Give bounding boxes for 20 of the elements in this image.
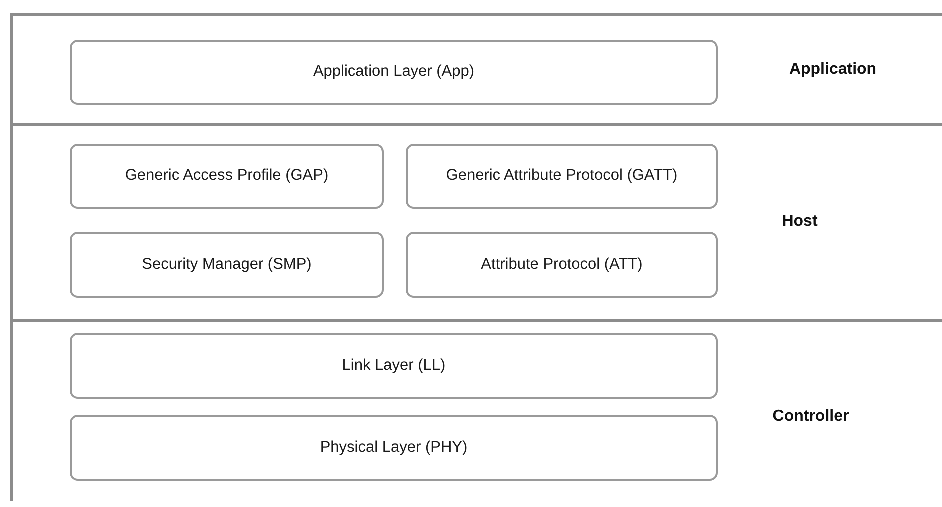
layer-label: Link Layer (LL) [341,356,447,376]
layer-box [70,232,384,298]
layer-box [70,333,718,399]
layer-band [10,13,942,124]
layer-box [70,40,718,105]
layer-box [70,144,384,209]
layer-label: Attribute Protocol (ATT) [480,254,644,275]
layer-label: Generic Access Profile (GAP) [124,166,330,186]
layer-label: Physical Layer (PHY) [319,438,469,458]
layer-band [10,319,942,501]
band-title: Application [789,61,877,79]
layer-box [406,144,718,209]
layer-box [406,232,718,298]
layer-box [70,415,718,481]
layer-band [10,123,942,320]
band-title: Host [782,213,818,231]
layer-label: Security Manager (SMP) [141,254,313,275]
band-title: Controller [772,408,850,426]
layer-label: Generic Attribute Protocol (GATT) [445,166,679,186]
layer-label: Application Layer (App) [312,62,476,82]
